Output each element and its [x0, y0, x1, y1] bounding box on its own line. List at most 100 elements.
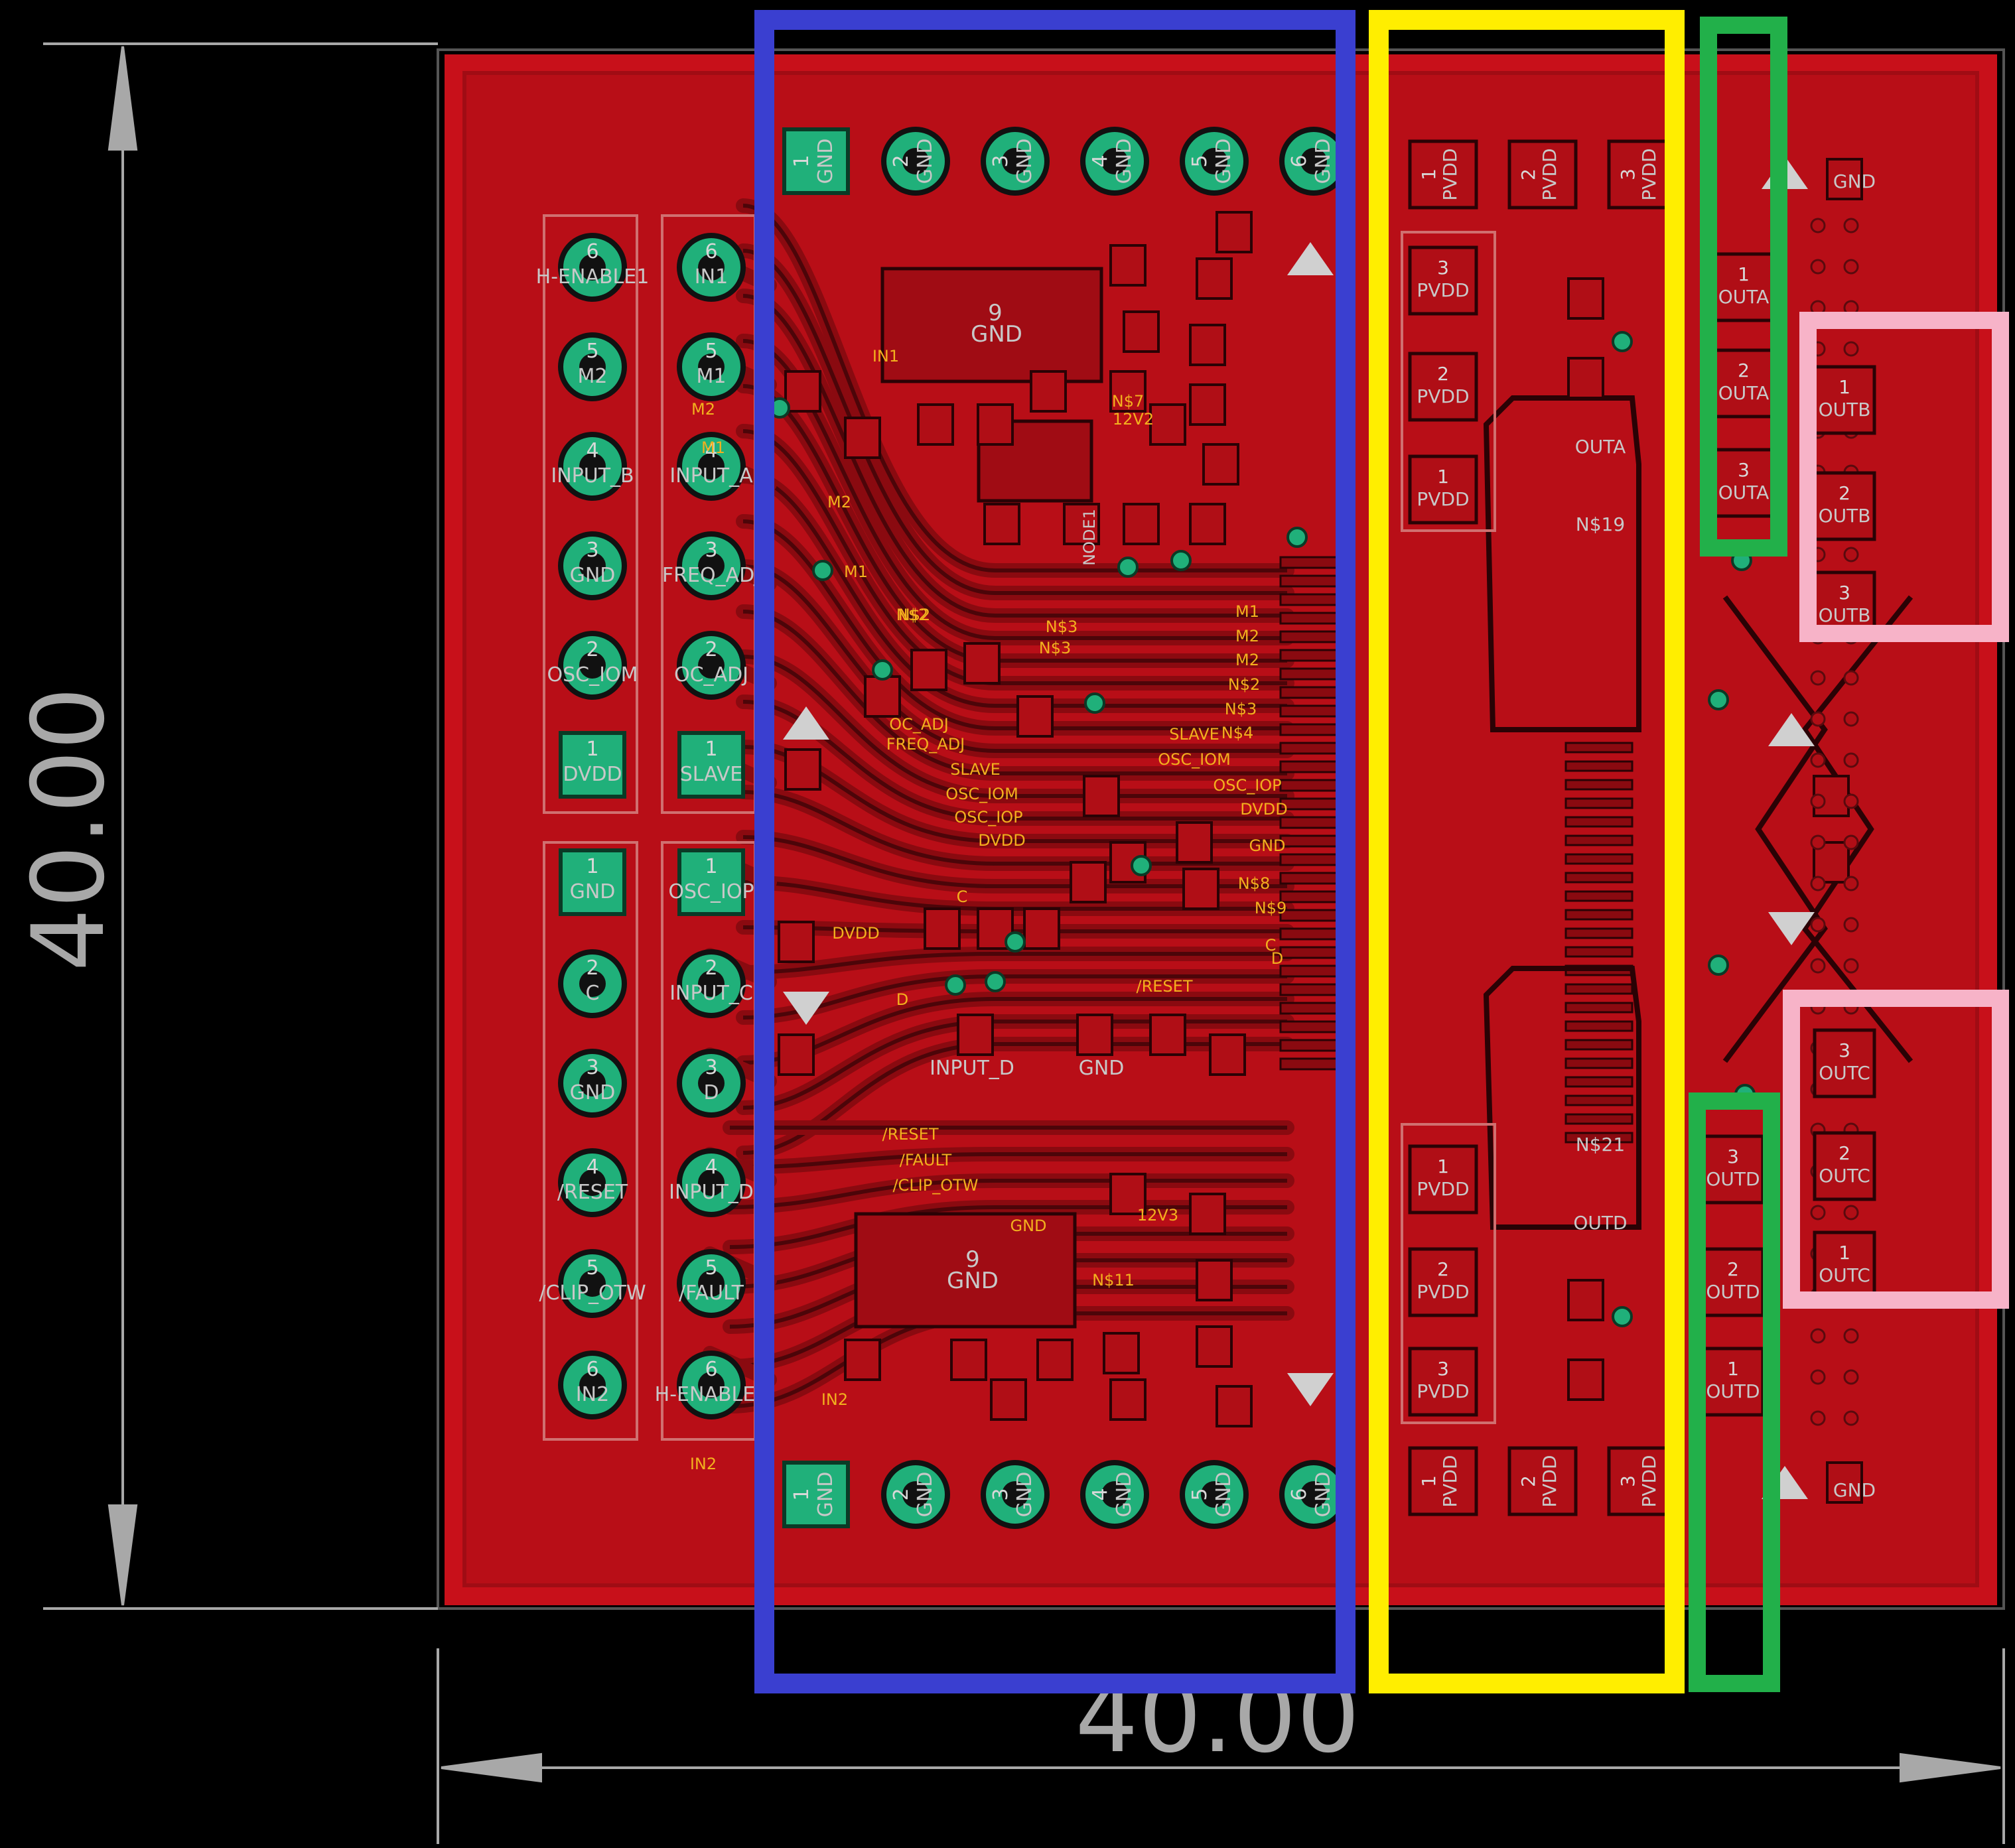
output-pin-num: 2	[1727, 1258, 1739, 1280]
pvdd-pad	[1408, 352, 1478, 422]
drill-hole	[579, 453, 606, 480]
output-pin-label: OUTB	[1819, 399, 1871, 421]
net-label: OC_ADJ	[889, 715, 949, 734]
smd-pad	[963, 642, 1001, 685]
output-pin-label: OUTC	[1819, 1165, 1870, 1187]
gnd-pin-label: GND	[1113, 1472, 1136, 1518]
col_b-pin-label: M1	[697, 365, 727, 388]
gnd-pin-label: GND	[914, 1472, 937, 1518]
smd-pad	[1196, 257, 1233, 300]
ic-pin	[1564, 872, 1633, 884]
ic-package	[854, 1212, 1077, 1329]
pvdd-pad	[1607, 1446, 1677, 1516]
ic-pin	[1279, 556, 1342, 569]
small-via	[1843, 752, 1859, 768]
pvdd-pin-label: PVDD	[1417, 488, 1469, 510]
smd-pad	[778, 921, 815, 963]
pvdd-pin-label: PVDD	[1417, 1281, 1469, 1303]
trace-outline	[742, 835, 1287, 888]
net-label: N$4	[1221, 724, 1254, 742]
ic-pin	[1279, 649, 1342, 662]
smd-pad	[1103, 1332, 1140, 1374]
output-pin-num: 3	[1839, 1039, 1850, 1061]
dimension-vertical-value: 40.00	[11, 687, 127, 971]
pvdd-pin-label: PVDD	[1539, 1455, 1561, 1507]
net-label: C	[1265, 936, 1277, 955]
small-via	[1810, 1205, 1826, 1221]
col_b-pin-num: 3	[705, 539, 717, 562]
ns21-label: N$21	[1576, 1134, 1625, 1155]
output-pin-label: OUTA	[1718, 286, 1770, 308]
col_a-pin-label: GND	[570, 564, 616, 587]
smd-pad	[844, 1339, 881, 1381]
output-pad	[1813, 1131, 1876, 1201]
left-pin-header: 6H-ENABLE15M24INPUT_B3GND2OSC_IOM1DVDD1G…	[536, 214, 768, 1441]
smd-pad	[910, 649, 947, 691]
small-via	[1810, 711, 1826, 727]
smd-pad	[1030, 370, 1067, 413]
smd-pad	[1567, 277, 1604, 320]
drill-hole	[698, 1270, 725, 1297]
pvdd-pad	[1408, 1144, 1478, 1215]
net-label: M1	[844, 562, 868, 581]
polarity-marker	[783, 992, 829, 1025]
smd-pad	[778, 1033, 815, 1076]
net-label: M2	[827, 493, 851, 511]
gnd-pin-num: 6	[1288, 1488, 1311, 1500]
smd-pad	[1567, 1279, 1604, 1321]
col_b-pin-label: INPUT_C	[669, 982, 753, 1005]
net-label: N$2	[898, 606, 931, 624]
smd-pad	[924, 907, 961, 950]
net-label: M1	[1235, 602, 1259, 621]
smd-pad	[1567, 1358, 1604, 1401]
small-via	[1843, 259, 1859, 275]
net-labels: M2M1M2M1N$2N$3OC_ADJFREQ_ADJSLAVEOSC_IOM…	[690, 347, 1288, 1473]
smd-pad	[917, 403, 954, 446]
via	[1005, 931, 1026, 953]
smd-pad	[1189, 1193, 1226, 1235]
drill-hole	[579, 1372, 606, 1398]
dimension-horizontal	[437, 1648, 2005, 1844]
gnd-pin-label: GND	[1312, 139, 1335, 184]
smd-pad	[1189, 503, 1226, 545]
trace-outline	[742, 700, 1287, 821]
gnd-pin-label: GND	[814, 139, 837, 184]
small-via	[1843, 670, 1859, 686]
small-via	[1843, 834, 1859, 850]
drill-hole	[579, 354, 606, 380]
ic-pin	[1279, 797, 1342, 811]
ic-pin	[1564, 1076, 1633, 1088]
output-pin-num: 1	[1839, 376, 1850, 398]
ic-pin	[1279, 630, 1342, 643]
small-via	[1810, 1328, 1826, 1344]
col_a-pin-num: 3	[586, 1056, 598, 1079]
net-label: N$9	[1255, 899, 1287, 917]
ic-pin	[1279, 612, 1342, 625]
net-label: N$8	[1238, 874, 1271, 893]
via	[1286, 527, 1308, 548]
ic-pin	[1279, 1057, 1342, 1071]
ic-pin	[1564, 816, 1633, 828]
pvdd-pin-label: PVDD	[1638, 148, 1660, 200]
small-via	[1843, 547, 1859, 562]
net-label: /RESET	[882, 1125, 939, 1144]
gnd-pin-label: GND	[1013, 139, 1036, 184]
net-label: M2	[1235, 627, 1259, 645]
smd-pad	[1036, 1339, 1074, 1381]
smd-pad	[1209, 1033, 1246, 1076]
drill-hole	[1201, 148, 1227, 174]
via	[872, 659, 893, 681]
trace-outline	[742, 519, 1287, 730]
output-pad	[1701, 1134, 1765, 1205]
drill-hole	[902, 1481, 929, 1508]
drill-hole	[698, 1070, 725, 1096]
output-pin-num: 1	[1839, 1242, 1850, 1264]
net-label: OSC_IOP	[954, 808, 1022, 826]
pvdd-pin-label: PVDD	[1638, 1455, 1660, 1507]
via	[1612, 1306, 1633, 1327]
pvdd-pin-label: PVDD	[1417, 385, 1469, 407]
smd-pad	[1123, 310, 1160, 353]
via	[985, 971, 1006, 992]
net-label: OSC_IOM	[945, 785, 1018, 803]
